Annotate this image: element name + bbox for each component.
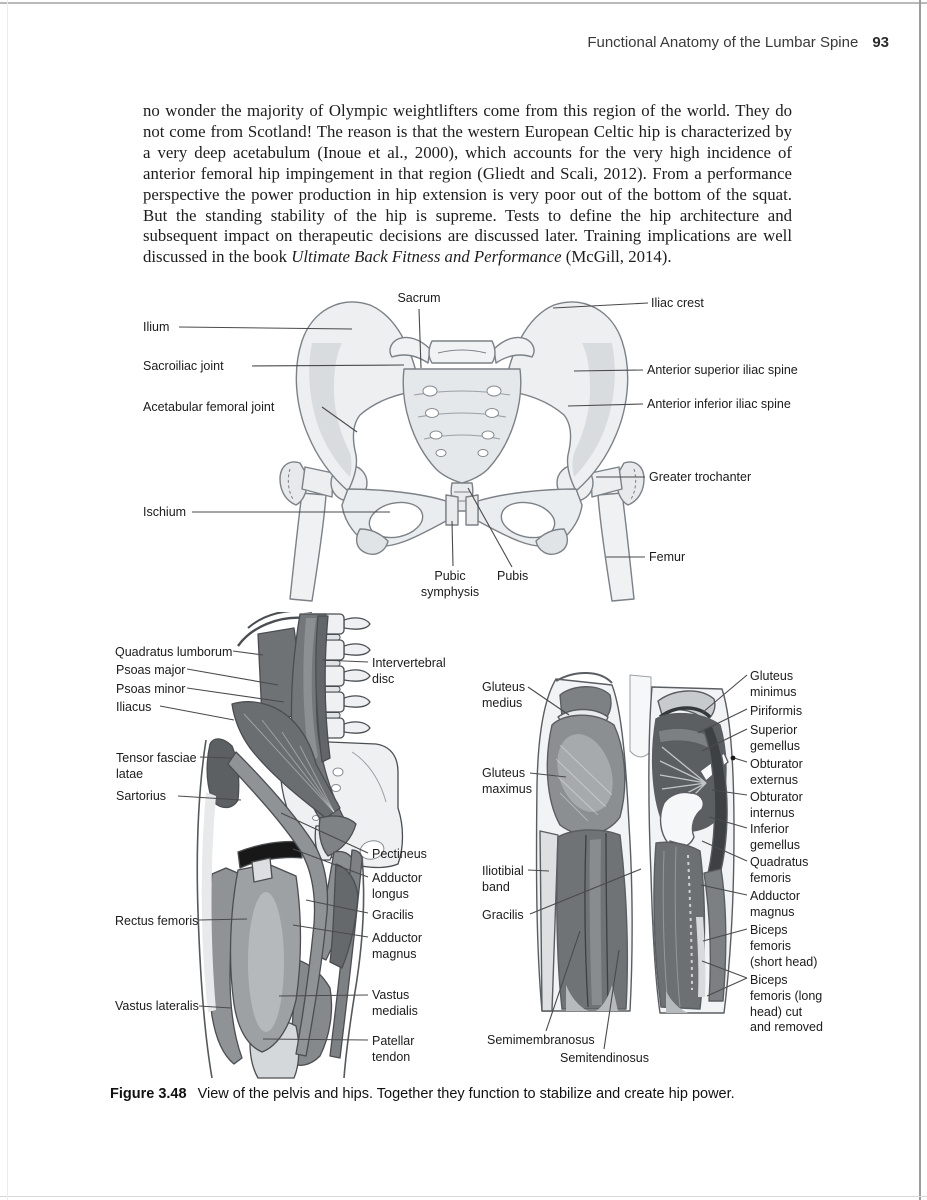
label-adductor-magnus-posterior: Adductor magnus xyxy=(750,889,801,919)
page-header: Functional Anatomy of the Lumbar Spine 9… xyxy=(587,34,889,51)
label-ischium: Ischium xyxy=(143,505,187,519)
label-sacrum: Sacrum xyxy=(397,291,441,305)
label-gluteus-maximus: Gluteus maximus xyxy=(482,766,533,796)
label-gracilis: Gracilis xyxy=(372,908,414,922)
obturator-externus-dot xyxy=(730,755,736,761)
label-sartorius: Sartorius xyxy=(116,789,167,803)
pelvis-illustration xyxy=(178,301,649,602)
label-rectus-femoris: Rectus femoris xyxy=(115,914,199,928)
anterior-leader-lines xyxy=(159,650,369,1041)
book-title-italic: Ultimate Back Fitness and Performance xyxy=(291,247,562,267)
pelvis-leader-lines xyxy=(178,302,649,568)
label-gluteus-medius: Gluteus medius xyxy=(482,680,526,710)
posterior-leader-lines xyxy=(527,674,748,1050)
paragraph-text: no wonder the majority of Olympic weight… xyxy=(143,101,792,267)
body-paragraph: no wonder the majority of Olympic weight… xyxy=(143,101,792,268)
label-anterior-superior-iliac-spine: Anterior superior iliac spine xyxy=(647,363,798,377)
label-tensor-fasciae-latae: Tensor fasciae latae xyxy=(116,751,197,781)
figure-caption-number: Figure 3.48 xyxy=(110,1086,187,1102)
page-number: 93 xyxy=(872,34,889,51)
label-quadratus-femoris: Quadratus femoris xyxy=(750,855,809,885)
posterior-muscle-figure: Gluteus medius Gluteus maximus Iliotibia… xyxy=(0,655,927,1080)
label-biceps-femoris-short-head: Biceps femoris (short head) xyxy=(750,923,818,969)
label-intervertebral-disc: Intervertebral disc xyxy=(372,656,446,686)
label-vastus-lateralis: Vastus lateralis xyxy=(115,999,199,1013)
label-obturator-externus: Obturator externus xyxy=(750,757,803,787)
anterior-muscle-figure: Quadratus lumborum Psoas major Psoas min… xyxy=(0,612,927,1084)
label-vastus-medialis: Vastus medialis xyxy=(372,988,418,1018)
label-biceps-femoris-long-head: Biceps femoris (long head) cut and remov… xyxy=(750,973,823,1035)
label-patellar-tendon: Patellar tendon xyxy=(372,1034,415,1064)
label-gluteus-minimus: Gluteus minimus xyxy=(750,669,797,699)
label-semitendinosus: Semitendinosus xyxy=(560,1051,649,1065)
figure-caption-text: View of the pelvis and hips. Together th… xyxy=(197,1086,735,1102)
label-superior-gemellus: Superior gemellus xyxy=(750,723,801,753)
page-edge-top xyxy=(0,2,927,4)
posterior-muscle-illustration xyxy=(527,672,748,1050)
label-greater-trochanter: Greater trochanter xyxy=(649,470,752,484)
label-psoas-major: Psoas major xyxy=(116,663,186,677)
anterior-muscle-illustration xyxy=(159,612,404,1079)
page-edge-right xyxy=(919,0,921,1200)
label-psoas-minor: Psoas minor xyxy=(116,682,186,696)
figure-caption: Figure 3.48 View of the pelvis and hips. … xyxy=(110,1086,870,1102)
label-inferior-gemellus: Inferior gemellus xyxy=(750,822,801,852)
label-obturator-internus: Obturator internus xyxy=(750,790,803,820)
label-sacroiliac-joint: Sacroiliac joint xyxy=(143,359,224,373)
page-edge-left xyxy=(7,0,8,1200)
label-acetabular-femoral-joint: Acetabular femoral joint xyxy=(143,400,275,414)
label-pectineus: Pectineus xyxy=(372,847,427,861)
paragraph-citation: (McGill, 2014). xyxy=(561,247,672,267)
page-edge-bottom xyxy=(0,1196,927,1197)
label-iliacus: Iliacus xyxy=(116,700,152,714)
label-pubic-symphysis: Pubic symphysis xyxy=(420,569,480,599)
running-head: Functional Anatomy of the Lumbar Spine xyxy=(587,34,859,51)
label-pubis: Pubis xyxy=(497,569,529,583)
label-quadratus-lumborum: Quadratus lumborum xyxy=(115,645,233,659)
label-adductor-magnus: Adductor magnus xyxy=(372,931,423,961)
label-piriformis: Piriformis xyxy=(750,704,803,718)
label-gracilis-posterior: Gracilis xyxy=(482,908,524,922)
pelvis-figure: Sacrum Iliac crest Ilium Sacroiliac join… xyxy=(0,283,927,613)
label-anterior-inferior-iliac-spine: Anterior inferior iliac spine xyxy=(647,397,791,411)
label-iliotibial-band: Iliotibial band xyxy=(482,864,524,894)
label-adductor-longus: Adductor longus xyxy=(372,871,423,901)
label-ilium: Ilium xyxy=(143,320,170,334)
label-iliac-crest: Iliac crest xyxy=(651,296,704,310)
label-femur: Femur xyxy=(649,550,686,564)
label-semimembranosus: Semimembranosus xyxy=(487,1033,595,1047)
